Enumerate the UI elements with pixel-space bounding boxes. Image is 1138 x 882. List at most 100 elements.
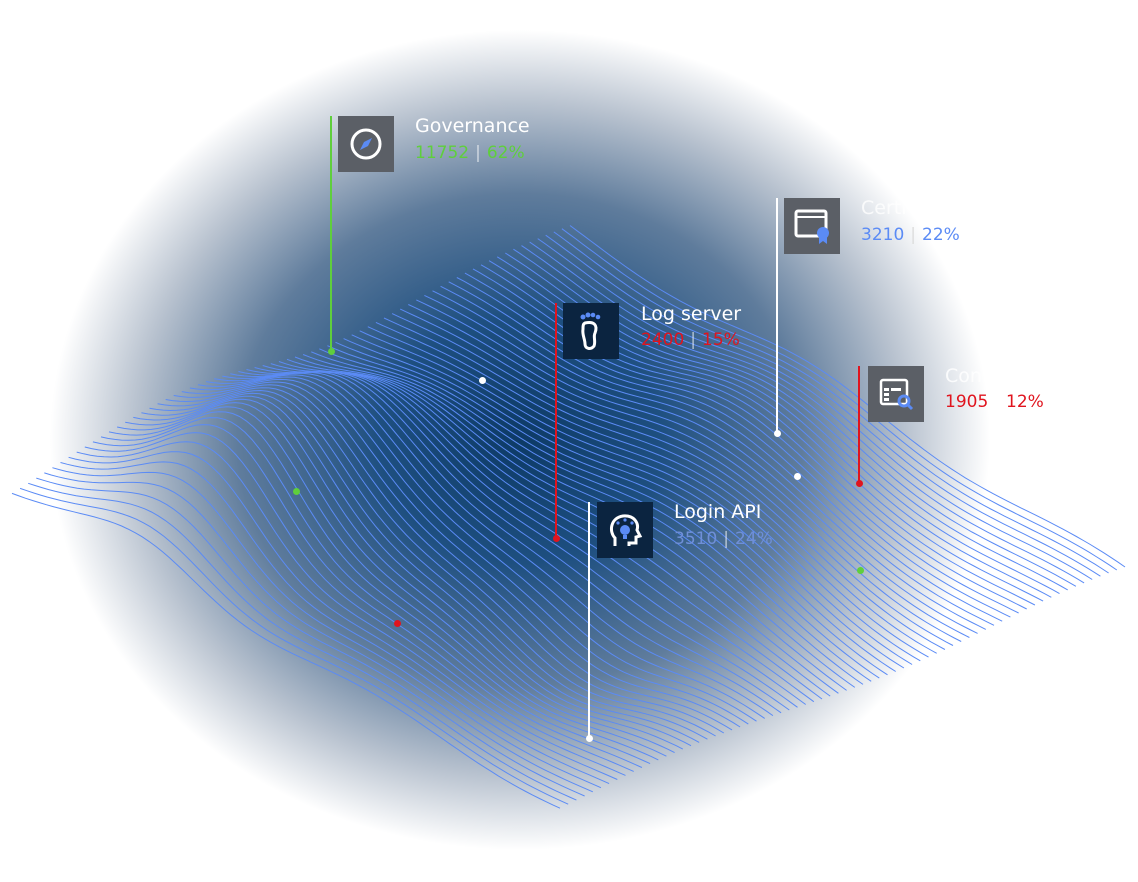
- governance-stats: 11752|62%: [415, 143, 525, 163]
- governance-marker[interactable]: [328, 348, 335, 355]
- wave-line: [222, 371, 774, 717]
- wave-line: [206, 374, 757, 722]
- log-server-marker[interactable]: [553, 535, 560, 542]
- certificates-marker[interactable]: [774, 430, 781, 437]
- login-api-percent: 24%: [735, 529, 773, 549]
- wave-line: [173, 384, 725, 734]
- wave-line: [189, 378, 741, 728]
- wave-line: [197, 376, 749, 725]
- governance-label: Governance: [415, 115, 530, 137]
- log-server-icon-box[interactable]: [563, 303, 619, 359]
- surface-marker[interactable]: [794, 473, 801, 480]
- wave-line: [569, 225, 1126, 568]
- wave-line: [553, 231, 1109, 574]
- login-api-icon-box[interactable]: [597, 502, 653, 558]
- surface-marker[interactable]: [479, 377, 486, 384]
- wave-line: [165, 387, 716, 737]
- wave-line: [76, 441, 626, 776]
- governance-icon-box[interactable]: [338, 116, 394, 172]
- wave-line: [133, 398, 684, 750]
- wave-line: [367, 326, 921, 662]
- surface-marker[interactable]: [293, 488, 300, 495]
- wave-line: [278, 361, 831, 697]
- governance-count: 11752: [415, 143, 470, 163]
- wave-line: [108, 411, 659, 761]
- wave-line: [424, 294, 978, 634]
- wave-line: [448, 281, 1003, 622]
- wave-line: [375, 321, 929, 658]
- surface-marker[interactable]: [394, 620, 401, 627]
- head-lightbulb-icon: [609, 514, 643, 546]
- wave-line: [327, 345, 880, 679]
- wave-line: [399, 308, 954, 646]
- content-pointer-line: [858, 366, 860, 483]
- wave-line: [529, 241, 1085, 584]
- wave-line: [52, 467, 602, 789]
- wave-line: [92, 424, 643, 768]
- login-api-pointer-line: [588, 502, 590, 738]
- wave-line: [11, 492, 561, 809]
- wave-line: [416, 299, 970, 638]
- wave-line: [537, 238, 1093, 580]
- certificate-window-icon: [794, 209, 829, 244]
- governance-percent: 62%: [486, 143, 525, 163]
- wave-line: [383, 317, 937, 654]
- wave-line: [432, 290, 987, 630]
- wave-line: [294, 356, 847, 691]
- wave-line: [68, 451, 618, 780]
- content-percent: 12%: [1006, 392, 1044, 412]
- login-api-marker[interactable]: [586, 735, 593, 742]
- certificates-stats: 3210|22%: [861, 225, 960, 245]
- wave-line: [270, 363, 823, 700]
- login-api-stats: 3510|24%: [674, 529, 773, 549]
- certificates-percent: 22%: [922, 225, 960, 245]
- wave-line: [36, 477, 585, 797]
- wave-line: [302, 354, 856, 688]
- log-server-pointer-line: [555, 303, 557, 538]
- wave-line: [117, 406, 667, 757]
- wave-line: [561, 228, 1118, 571]
- login-api-label: Login API: [674, 501, 762, 523]
- wave-line: [464, 272, 1019, 614]
- certificates-label: Certi: [861, 197, 907, 219]
- footprint-icon: [580, 312, 601, 350]
- certificates-pointer-line: [776, 198, 778, 433]
- log-server-count: 2400: [641, 330, 685, 350]
- wave-line: [343, 338, 896, 672]
- content-icon-box[interactable]: [868, 366, 924, 422]
- content-stats: 1905|12%: [945, 392, 1044, 412]
- wave-line: [141, 395, 692, 747]
- certificates-count: 3210: [861, 225, 905, 245]
- wave-line: [44, 472, 593, 793]
- wave-line: [181, 381, 733, 731]
- content-label: Cont: [945, 365, 990, 387]
- log-server-stats: 2400|15%: [641, 330, 740, 350]
- surface-marker[interactable]: [857, 567, 864, 574]
- wave-line: [149, 392, 700, 743]
- table-search-icon: [879, 378, 914, 411]
- wave-line: [28, 482, 577, 801]
- wave-line: [286, 358, 839, 694]
- wave-line: [214, 372, 765, 719]
- content-count: 1905: [945, 392, 989, 412]
- certificates-icon-box[interactable]: [784, 198, 840, 254]
- wave-line: [359, 330, 913, 665]
- wave-line: [408, 304, 962, 642]
- log-server-label: Log server: [641, 303, 742, 325]
- wave-line: [84, 432, 634, 772]
- governance-pointer-line: [330, 116, 332, 351]
- compass-icon: [350, 128, 382, 160]
- log-server-percent: 15%: [702, 330, 740, 350]
- wave-line: [319, 348, 872, 682]
- wave-line: [60, 461, 610, 785]
- wave-line: [391, 313, 946, 650]
- wave-line: [440, 285, 995, 626]
- wave-line: [311, 351, 864, 685]
- wave-line: [351, 334, 905, 669]
- wave-line: [19, 487, 569, 805]
- wave-line: [157, 389, 708, 740]
- wave-line: [456, 277, 1011, 618]
- content-marker[interactable]: [856, 480, 863, 487]
